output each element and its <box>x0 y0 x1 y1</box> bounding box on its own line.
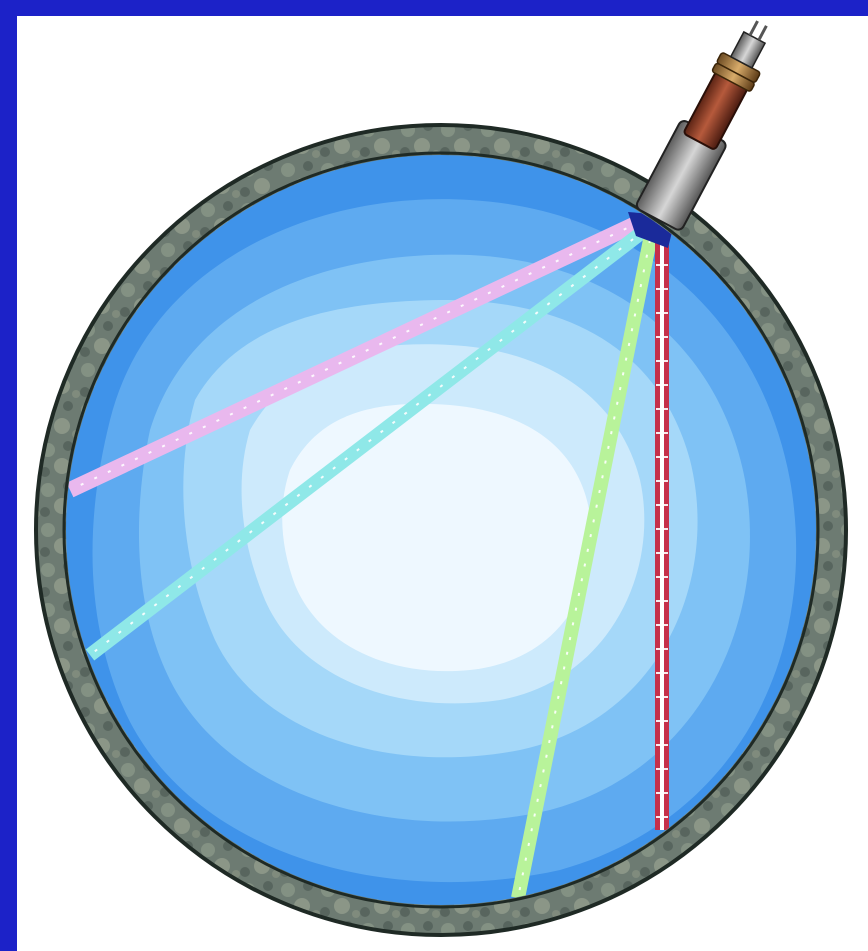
transducer-icon <box>635 11 785 231</box>
water-layers <box>65 154 817 906</box>
